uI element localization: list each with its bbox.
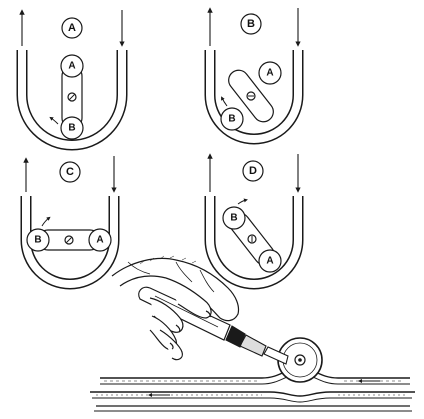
panel-d: D B A [204,153,304,290]
panel-a-roller-bottom-label: B [68,123,75,134]
roller-handle [138,286,289,365]
rotation-arrow-icon [221,96,228,107]
panel-b-roller-top-label: A [266,68,273,79]
panel-b-label: B [247,18,255,30]
panel-d-label-circle [242,160,264,182]
panel-a-label: A [68,22,76,34]
panel-c-roller-right-label: A [96,235,103,246]
panel-b-roller-bottom [220,107,244,131]
rotation-arrow-icon [49,116,59,125]
panel-d-roller-top-label: B [230,213,237,224]
panel-b: B A B [204,7,304,145]
hand-shading [139,255,197,265]
panel-b-roller-top [258,61,282,85]
panel-b-roller-bottom-label: B [228,114,235,125]
panel-c: C B A [20,156,120,290]
hand-icon [111,257,240,361]
panel-a-label-circle [61,17,83,39]
panel-d-roller-bottom-label: A [266,256,273,267]
panel-c-roller-left-label: B [34,235,41,246]
panel-a-roller-bottom [60,116,84,140]
hand-roller-illustration [90,255,415,412]
panel-d-roller-bottom [258,249,282,273]
panel-d-roller-top [222,206,246,230]
panel-c-roller-right [88,228,112,252]
panel-a-roller-top [60,54,84,78]
panel-b-label-circle [240,13,262,35]
panel-c-roller-left [26,228,50,252]
rotation-arrow-icon [237,198,248,205]
panel-a: A A B [16,9,128,151]
panel-a-roller-top-label: A [68,61,75,72]
panel-c-label: C [66,166,74,178]
panel-c-label-circle [59,161,81,183]
panel-d-label: D [249,165,257,177]
rotation-arrow-icon [41,216,51,227]
flat-tube [90,367,415,412]
